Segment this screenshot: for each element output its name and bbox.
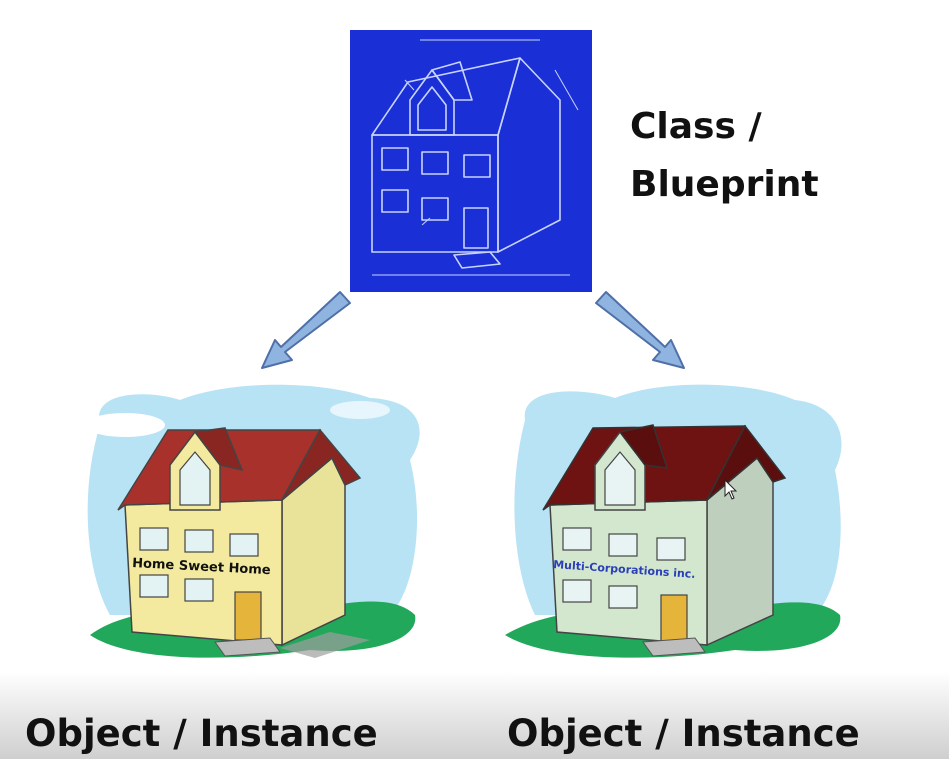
arrow-left bbox=[261, 291, 351, 369]
arrow-right bbox=[595, 291, 685, 369]
class-label-line1: Class / bbox=[630, 106, 762, 147]
object-label-left: Object / Instance bbox=[25, 712, 378, 755]
class-label-line2: Blueprint bbox=[630, 164, 819, 205]
house-multi-corporations: Multi-Corporations inc. bbox=[505, 384, 842, 658]
house-home-sweet-home: Home Sweet Home bbox=[85, 384, 420, 658]
house-sign-text: Home Sweet Home bbox=[132, 556, 271, 578]
blueprint-image bbox=[350, 30, 592, 292]
object-label-right: Object / Instance bbox=[507, 712, 860, 755]
bottom-band bbox=[0, 672, 949, 759]
mouse-cursor-icon bbox=[724, 478, 738, 500]
class-label: Class / Blueprint bbox=[630, 98, 819, 214]
